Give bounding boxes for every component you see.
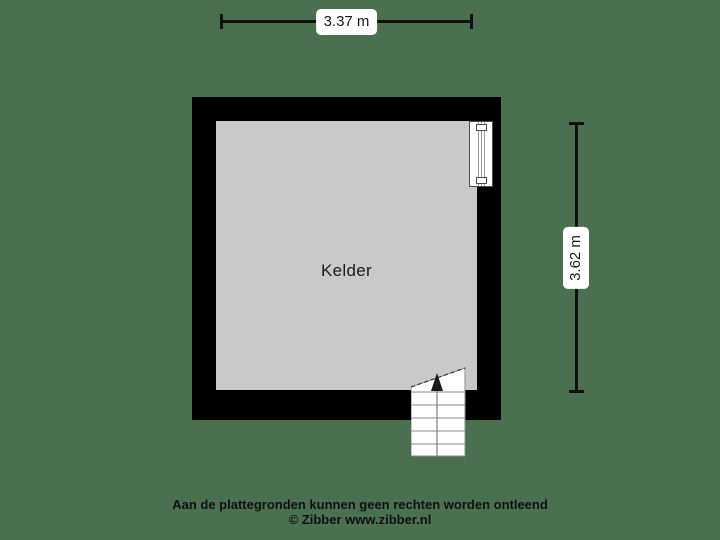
room-label: Kelder (321, 261, 372, 280)
footer-line-1: Aan de plattegronden kunnen geen rechten… (172, 497, 548, 512)
dimension-tick-left (220, 14, 223, 29)
window-icon (469, 121, 493, 187)
room-kelder: Kelder (216, 121, 477, 390)
window-mullion (481, 122, 482, 186)
floorplan-walls: Kelder (192, 97, 501, 457)
window-mullion (484, 122, 485, 186)
dimension-vertical: 3.62 m (563, 122, 589, 393)
footer-line-2: © Zibber www.zibber.nl (288, 512, 432, 527)
window-mullion (478, 122, 479, 186)
dimension-tick-right (470, 14, 473, 29)
dimension-label-height: 3.62 m (563, 226, 589, 289)
footer-disclaimer: Aan de plattegronden kunnen geen rechten… (0, 497, 720, 527)
staircase-up-arrow-icon (431, 373, 443, 391)
dimension-label-width: 3.37 m (315, 9, 378, 35)
dimension-tick-top (569, 122, 584, 125)
staircase-icon (411, 367, 466, 457)
dimension-horizontal: 3.37 m (220, 9, 473, 35)
window-frame-cap (476, 124, 487, 131)
dimension-tick-bottom (569, 390, 584, 393)
window-frame-cap (476, 177, 487, 184)
